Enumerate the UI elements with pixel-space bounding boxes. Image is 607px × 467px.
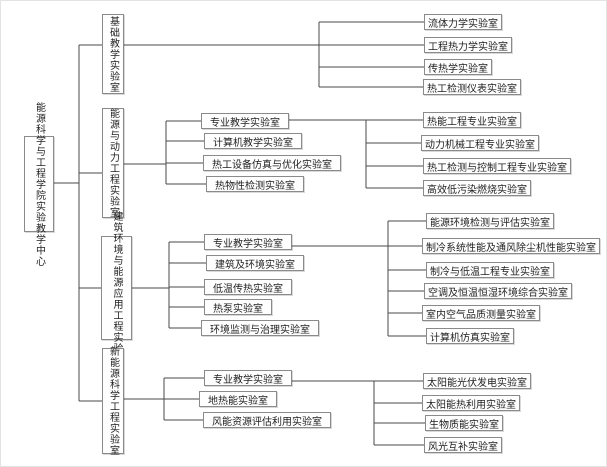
org-node-branch: 新能源科学工程实验室	[102, 346, 124, 456]
org-node-lab: 建筑及环境实验室	[206, 255, 304, 271]
org-node-label: 能源科学与工程学院实验教学中心	[33, 101, 45, 267]
org-node-sublab: 传热学实验室	[424, 59, 492, 75]
org-node-lab: 热工设备仿真与优化实验室	[203, 155, 341, 171]
org-node-sublab: 制冷与低温工程专业实验室	[426, 262, 554, 278]
org-node-lab: 热物性检测实验室	[206, 176, 304, 192]
org-node-branch: 建筑环境与能源应用工程实验室	[101, 211, 132, 365]
org-node-sublab: 太阳能热利用实验室	[422, 395, 520, 411]
org-node-sublab: 能源环境检测与评估实验室	[426, 213, 554, 229]
org-node-sublab: 空调及恒温恒湿环境综合实验室	[424, 283, 572, 299]
org-node-lab: 低温传热实验室	[204, 279, 292, 295]
org-node-branch: 能源与动力工程实验室	[102, 108, 124, 218]
org-node-sublab: 风光互补实验室	[424, 437, 502, 453]
org-node-sublab: 高效低污染燃烧实验室	[423, 180, 531, 196]
org-node-lab: 专业教学实验室	[204, 234, 292, 250]
org-node-sublab: 室内空气品质测量实验室	[422, 305, 540, 321]
org-node-sublab: 工程热力学实验室	[424, 37, 512, 53]
org-node-sublab: 热工检测仪表实验室	[423, 79, 521, 95]
org-node-sublab: 动力机械工程专业实验室	[421, 135, 539, 151]
org-node-sublab: 计算机仿真实验室	[426, 328, 514, 344]
org-node-lab: 环境监测与治理实验室	[201, 320, 319, 336]
org-node-sublab: 流体力学实验室	[424, 14, 502, 30]
org-node-sublab: 生物质能实验室	[425, 415, 503, 431]
org-node-lab: 专业教学实验室	[204, 370, 292, 386]
org-node-branch: 基础教学实验室	[102, 14, 124, 94]
org-node-lab: 专业教学实验室	[201, 113, 289, 129]
org-node-sublab: 热工检测与控制工程专业实验室	[423, 158, 571, 174]
org-node-lab: 热泵实验室	[204, 299, 272, 315]
org-node-label: 新能源科学工程实验室	[107, 346, 119, 456]
org-node-sublab: 制冷系统性能及通风除尘机性能实验室	[422, 238, 600, 254]
org-node-lab: 风能资源评估利用实验室	[203, 412, 331, 428]
org-node-lab: 地热能实验室	[199, 391, 277, 407]
org-node-sublab: 太阳能光伏发电实验室	[423, 373, 531, 389]
org-node-label: 基础教学实验室	[107, 15, 119, 93]
org-node-sublab: 热能工程专业实验室	[423, 112, 521, 128]
org-node-root: 能源科学与工程学院实验教学中心	[24, 102, 54, 267]
org-node-label: 建筑环境与能源应用工程实验室	[111, 211, 122, 365]
org-node-label: 能源与动力工程实验室	[107, 108, 119, 218]
org-node-lab: 计算机教学实验室	[204, 133, 302, 149]
